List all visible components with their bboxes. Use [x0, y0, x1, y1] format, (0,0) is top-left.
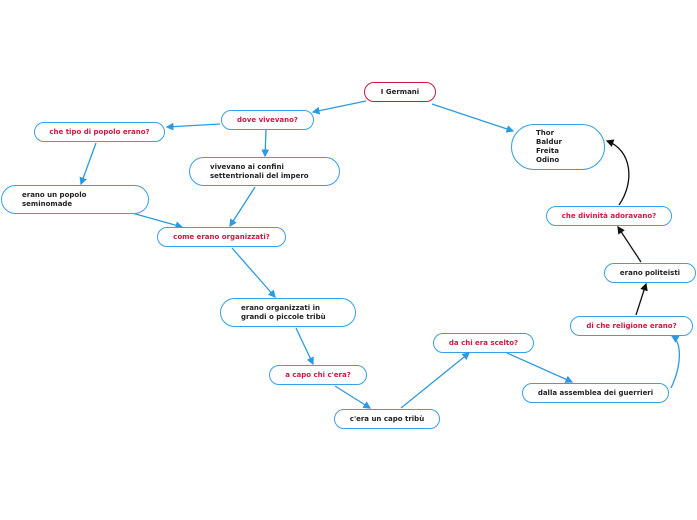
edge-religione-politeisti [635, 282, 648, 316]
node-divinita[interactable]: che divinità adoravano? [546, 206, 672, 226]
node-root[interactable]: I Germani [364, 82, 436, 102]
node-dei[interactable]: Thor Baldur Freita Odino [511, 124, 605, 170]
node-a-capo[interactable]: a capo chi c'era? [269, 365, 367, 385]
edge-root-dei [431, 103, 515, 133]
edge-dove-vivevano [261, 129, 270, 158]
edge-divinita-dei [605, 139, 630, 206]
edge-vivevano-come [229, 186, 256, 228]
node-label: dalla assemblea dei guerrieri [537, 389, 654, 397]
node-assemblea[interactable]: dalla assemblea dei guerrieri [522, 383, 669, 403]
node-religione[interactable]: di che religione erano? [570, 316, 693, 336]
node-label: erano un popolo seminomade [22, 190, 87, 208]
node-dove-vivevano[interactable]: dove vivevano? [221, 110, 314, 130]
edge-capotribu-dachi [400, 352, 471, 409]
edge-assemblea-religione [670, 335, 681, 389]
node-vivevano[interactable]: vivevano ai confini settentrionali del i… [189, 157, 340, 186]
edge-seminomade-come [131, 212, 184, 230]
node-label: di che religione erano? [586, 322, 677, 330]
node-label: come erano organizzati? [173, 233, 270, 241]
node-label: che divinità adoravano? [561, 212, 657, 220]
edge-acapo-capotribu [334, 385, 372, 409]
node-politeisti[interactable]: erano politeisti [604, 263, 696, 283]
node-capo-tribu[interactable]: c'era un capo tribù [334, 409, 440, 429]
node-come[interactable]: come erano organizzati? [157, 227, 286, 247]
edge-chetipo-seminomade [79, 142, 97, 186]
node-label: vivevano ai confini settentrionali del i… [210, 162, 309, 180]
edge-organizzati-acapo [295, 327, 314, 366]
node-label: c'era un capo tribù [349, 415, 425, 423]
node-label: che tipo di popolo erano? [49, 128, 150, 136]
node-organizzati[interactable]: erano organizzati in grandi o piccole tr… [220, 298, 356, 327]
node-label: Thor Baldur Freita Odino [536, 129, 562, 164]
node-label: dove vivevano? [237, 116, 298, 124]
node-label: da chi era scelto? [448, 339, 519, 347]
edge-politeisti-divinita [617, 225, 642, 263]
edge-dove-chetipo [165, 122, 221, 131]
edge-dachi-assemblea [506, 352, 574, 383]
node-da-chi[interactable]: da chi era scelto? [433, 333, 534, 353]
node-seminomade[interactable]: erano un popolo seminomade [1, 185, 149, 214]
node-label: erano politeisti [619, 269, 681, 277]
node-label: a capo chi c'era? [285, 371, 351, 379]
edge-come-organizzati [231, 247, 276, 298]
node-label: erano organizzati in grandi o piccole tr… [241, 303, 326, 321]
node-che-tipo[interactable]: che tipo di popolo erano? [34, 122, 165, 142]
node-label: I Germani [380, 88, 420, 96]
edge-root-dove [311, 100, 367, 115]
